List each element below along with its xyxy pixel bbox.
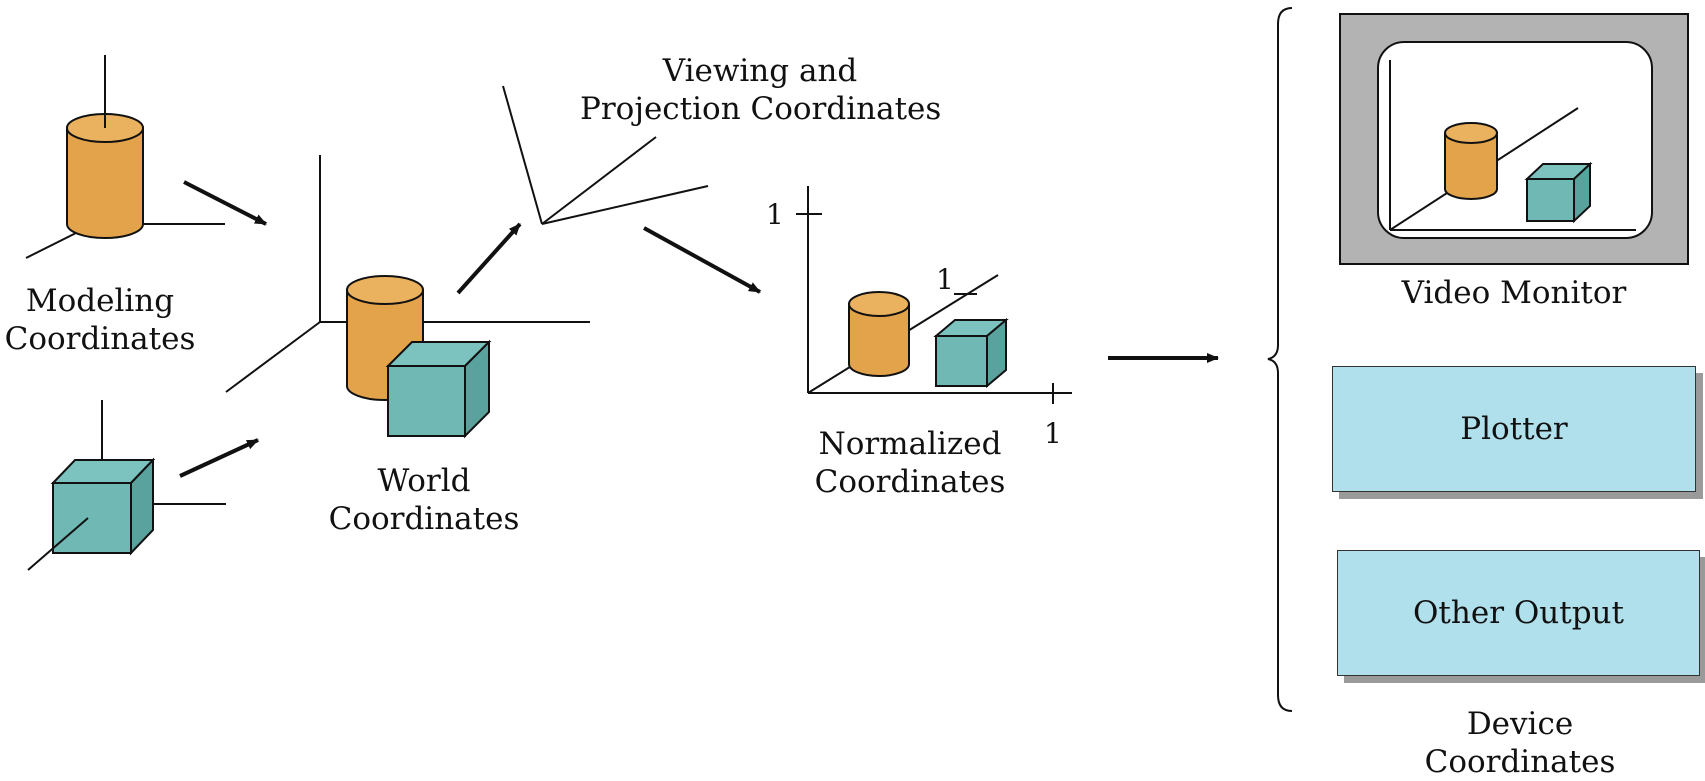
- viewing-projection-coordinates-label: Viewing and Projection Coordinates: [580, 53, 942, 127]
- video-monitor-label: Video Monitor: [1401, 275, 1627, 311]
- arrow-modeling-to-world: [183, 180, 267, 226]
- normalized-x-tick-label: 1: [1044, 417, 1062, 450]
- cylinder-top: [346, 275, 424, 305]
- arrow-modeling-to-world: [179, 438, 259, 478]
- modeling-cylinder-group: [25, 55, 225, 259]
- normalized-scene: [796, 186, 1072, 404]
- axis-line: [25, 231, 79, 259]
- normalized-coordinates-label: Normalized Coordinates: [814, 426, 1006, 500]
- arrow-world-to-viewing: [456, 222, 522, 295]
- axis-line: [27, 517, 89, 571]
- cylinder-shape: [66, 127, 144, 239]
- other-output-label: Other Output: [1413, 595, 1624, 631]
- cube-front: [935, 335, 988, 387]
- cylinder-top: [1444, 122, 1498, 144]
- axis-line: [502, 85, 543, 225]
- cylinder-top: [848, 291, 910, 317]
- arrow-viewing-to-normalized: [643, 226, 761, 294]
- normalized-z-tick-label: 1: [936, 263, 954, 296]
- cube-front: [387, 365, 466, 437]
- world-scene: [225, 155, 590, 439]
- axis-line: [541, 185, 709, 225]
- world-coordinates-label: World Coordinates: [328, 463, 520, 537]
- plotter-box: Plotter: [1332, 366, 1696, 492]
- normalized-y-tick-label: 1: [766, 198, 784, 231]
- cylinder-shape: [1444, 132, 1498, 200]
- axis-line: [225, 321, 321, 393]
- device-brace: [1267, 7, 1293, 712]
- device-coordinates-label: Device Coordinates: [1424, 706, 1616, 780]
- cube-front: [52, 482, 132, 554]
- video-monitor: [1339, 13, 1689, 265]
- monitor-screen: [1377, 41, 1653, 239]
- plotter-label: Plotter: [1460, 411, 1568, 447]
- axis-line: [541, 136, 657, 225]
- modeling-coordinates-label: Modeling Coordinates: [4, 283, 196, 357]
- viewing-frame: [502, 85, 709, 225]
- cylinder-shape: [848, 303, 910, 377]
- cube-front: [1526, 178, 1575, 222]
- modeling-cube-group: [27, 400, 226, 571]
- other-output-box: Other Output: [1337, 550, 1700, 676]
